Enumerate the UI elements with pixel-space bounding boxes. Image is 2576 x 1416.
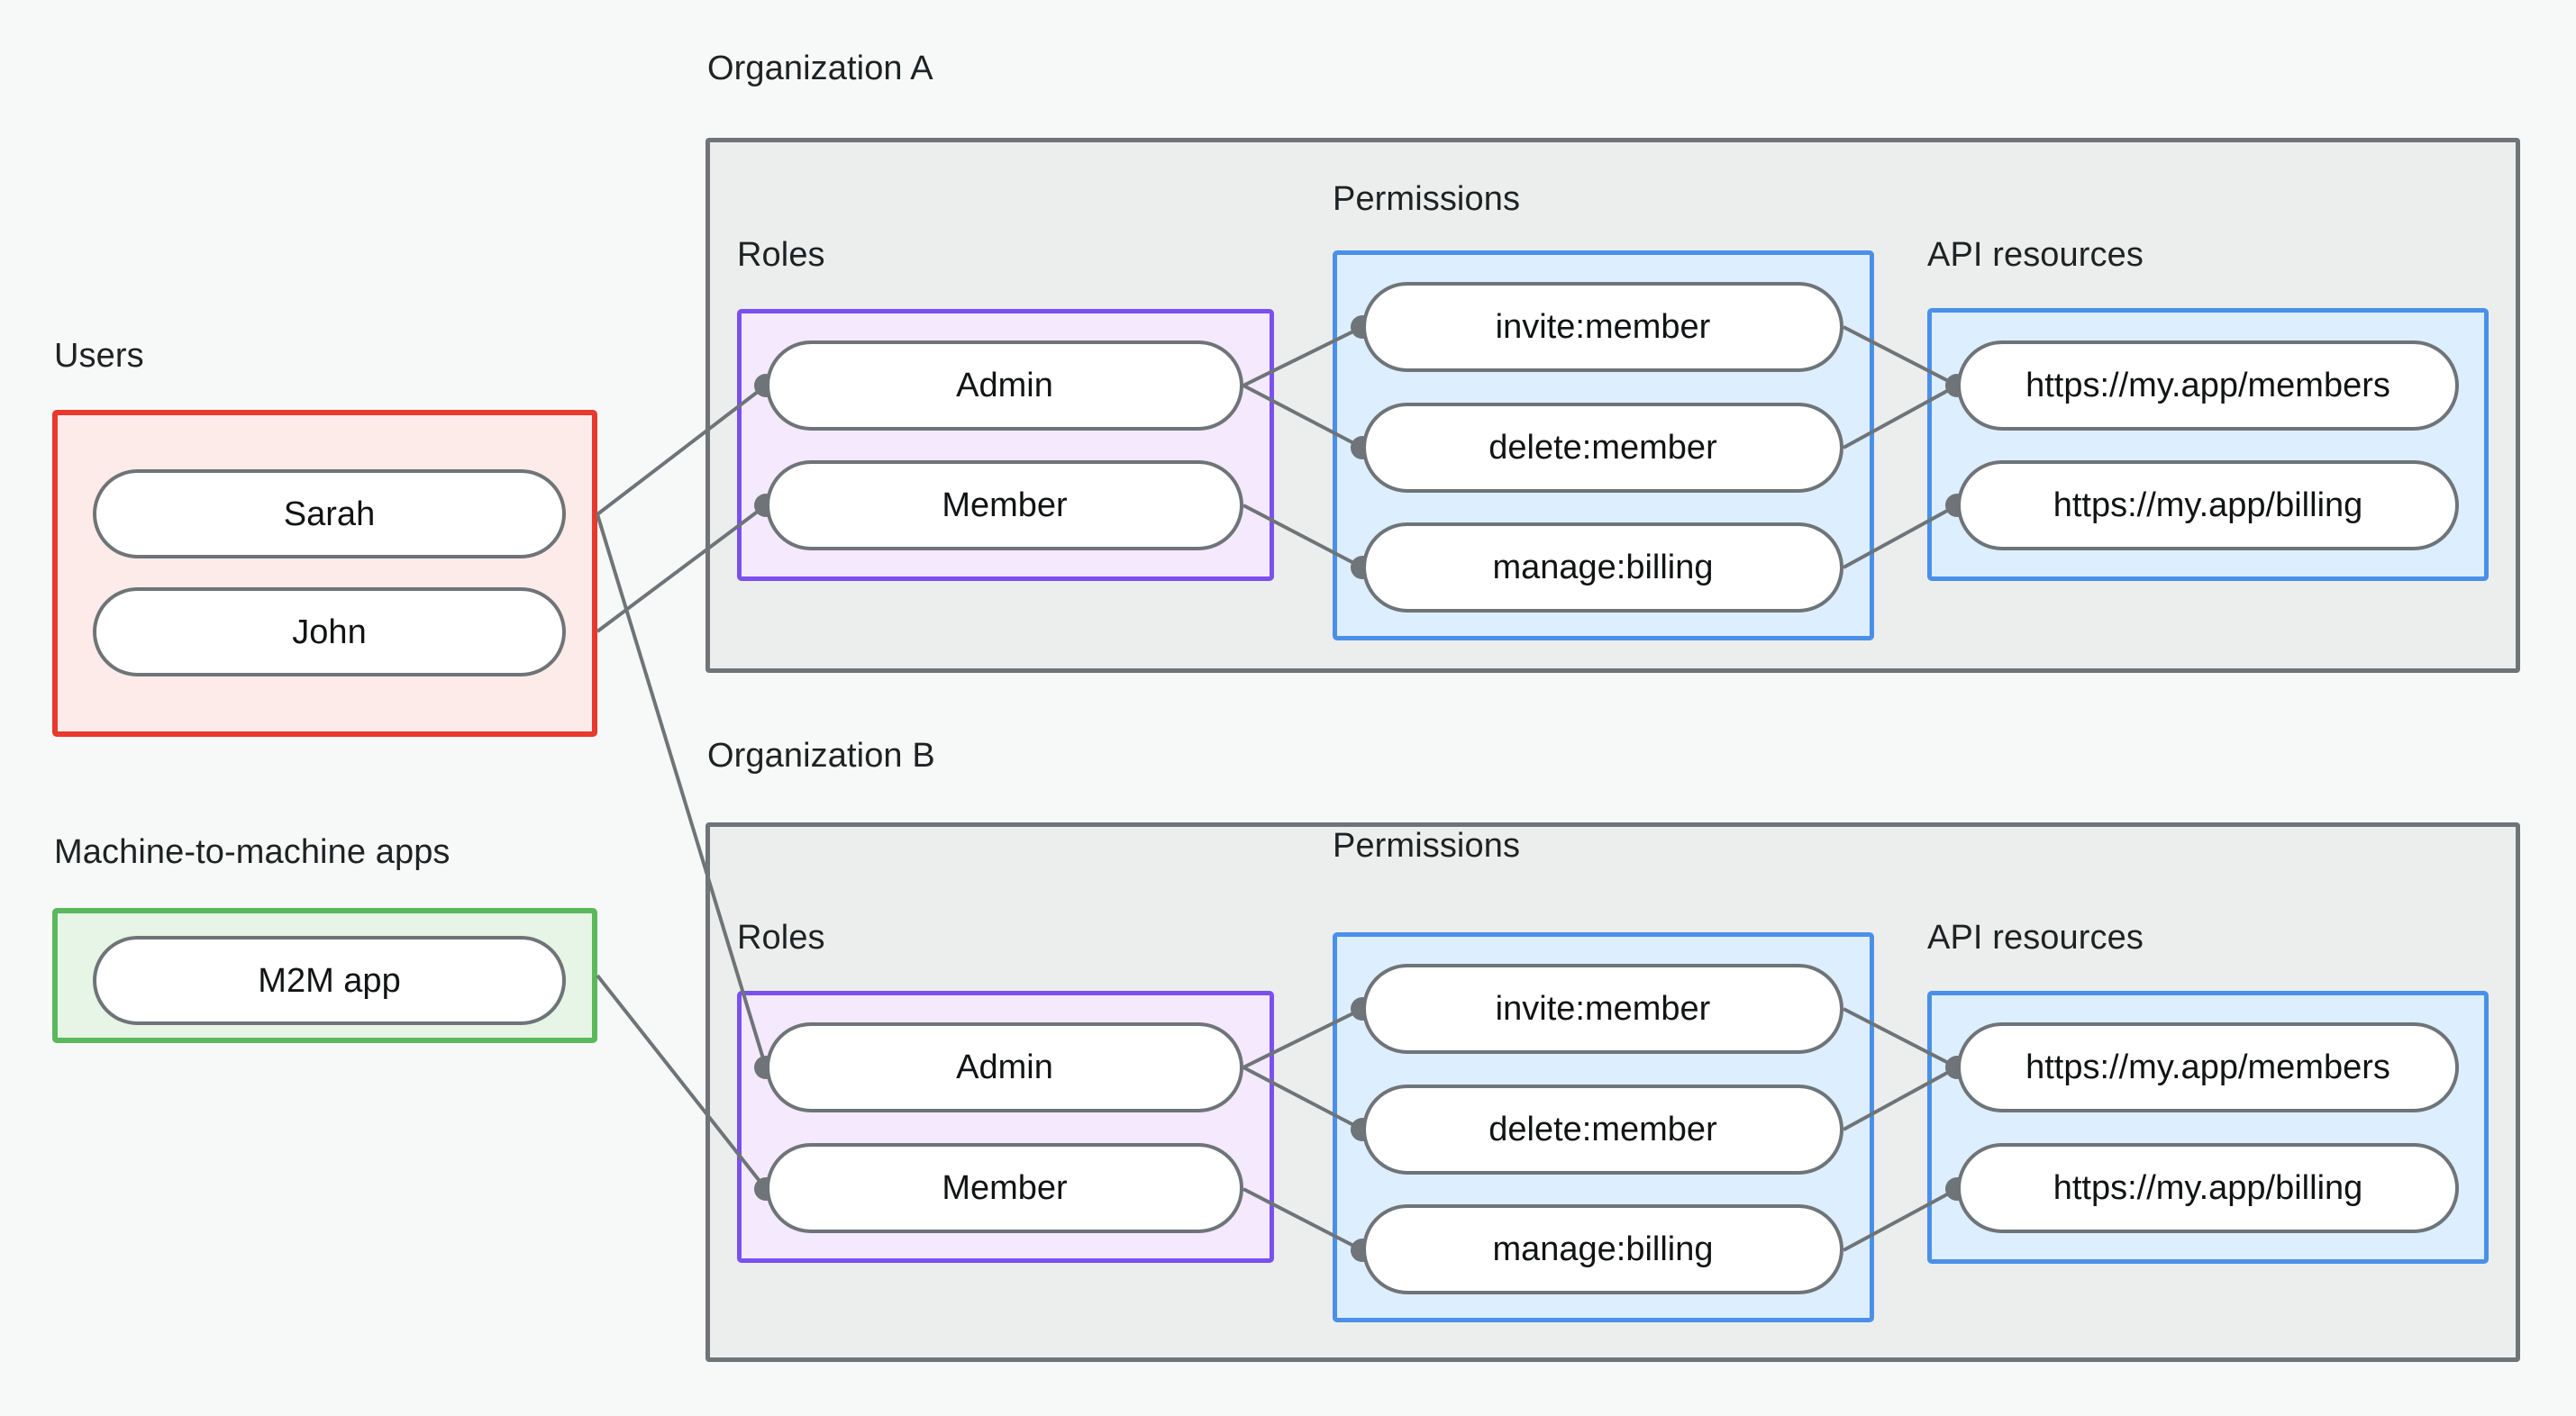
org-b-api-pill-members[interactable]: https://my.app/members bbox=[1957, 1022, 2459, 1112]
org-b-role-pill-admin[interactable]: Admin bbox=[766, 1022, 1243, 1112]
org-a-api-label-members: https://my.app/members bbox=[2025, 367, 2390, 404]
users-container: Sarah John bbox=[52, 410, 597, 737]
org-a-permission-pill-delete-member[interactable]: delete:member bbox=[1362, 403, 1843, 493]
org-b-permission-pill-manage-billing[interactable]: manage:billing bbox=[1362, 1204, 1843, 1294]
m2m-container: M2M app bbox=[52, 908, 597, 1043]
org-a-api-label: API resources bbox=[1927, 236, 2144, 274]
org-b-api-label: API resources bbox=[1927, 919, 2144, 957]
org-a-permission-label-manage-billing: manage:billing bbox=[1492, 549, 1714, 586]
org-b-api-label-members: https://my.app/members bbox=[2025, 1048, 2390, 1086]
org-b-permission-label-invite-member: invite:member bbox=[1495, 990, 1711, 1028]
org-a-permission-pill-invite-member[interactable]: invite:member bbox=[1362, 282, 1843, 372]
user-label-sarah: Sarah bbox=[283, 495, 376, 533]
user-label-john: John bbox=[292, 613, 367, 651]
org-a-roles-label: Roles bbox=[737, 236, 825, 274]
org-a-permissions-label: Permissions bbox=[1333, 180, 1521, 218]
org-b-permission-label-delete-member: delete:member bbox=[1488, 1111, 1717, 1148]
org-a-permission-label-delete-member: delete:member bbox=[1488, 429, 1717, 467]
org-b-permissions-label: Permissions bbox=[1333, 827, 1521, 865]
org-a-permission-pill-manage-billing[interactable]: manage:billing bbox=[1362, 522, 1843, 613]
org-b-title: Organization B bbox=[707, 737, 935, 775]
org-b-api-label-billing: https://my.app/billing bbox=[2053, 1169, 2363, 1207]
org-b-permission-pill-invite-member[interactable]: invite:member bbox=[1362, 964, 1843, 1054]
users-group-label: Users bbox=[54, 337, 144, 375]
m2m-pill-app[interactable]: M2M app bbox=[93, 936, 566, 1025]
user-pill-john[interactable]: John bbox=[93, 587, 566, 676]
org-a-role-pill-member[interactable]: Member bbox=[766, 460, 1243, 550]
org-a-role-pill-admin[interactable]: Admin bbox=[766, 340, 1243, 431]
org-b-api-pill-billing[interactable]: https://my.app/billing bbox=[1957, 1143, 2459, 1233]
org-b-role-label-member: Member bbox=[942, 1169, 1068, 1207]
m2m-group-label: Machine-to-machine apps bbox=[54, 833, 451, 871]
user-pill-sarah[interactable]: Sarah bbox=[93, 469, 566, 558]
org-b-permission-label-manage-billing: manage:billing bbox=[1492, 1230, 1714, 1268]
org-a-api-pill-billing[interactable]: https://my.app/billing bbox=[1957, 460, 2459, 550]
m2m-label-app: M2M app bbox=[258, 961, 401, 1000]
org-b-role-pill-member[interactable]: Member bbox=[766, 1143, 1243, 1233]
org-a-role-label-admin: Admin bbox=[956, 367, 1053, 404]
org-a-api-label-billing: https://my.app/billing bbox=[2053, 486, 2363, 524]
org-b-permission-pill-delete-member[interactable]: delete:member bbox=[1362, 1085, 1843, 1175]
org-a-title: Organization A bbox=[707, 50, 933, 87]
org-b-roles-label: Roles bbox=[737, 919, 825, 957]
org-a-api-pill-members[interactable]: https://my.app/members bbox=[1957, 340, 2459, 431]
org-b-role-label-admin: Admin bbox=[956, 1048, 1053, 1086]
org-a-role-label-member: Member bbox=[942, 486, 1068, 524]
org-a-permission-label-invite-member: invite:member bbox=[1495, 308, 1711, 346]
